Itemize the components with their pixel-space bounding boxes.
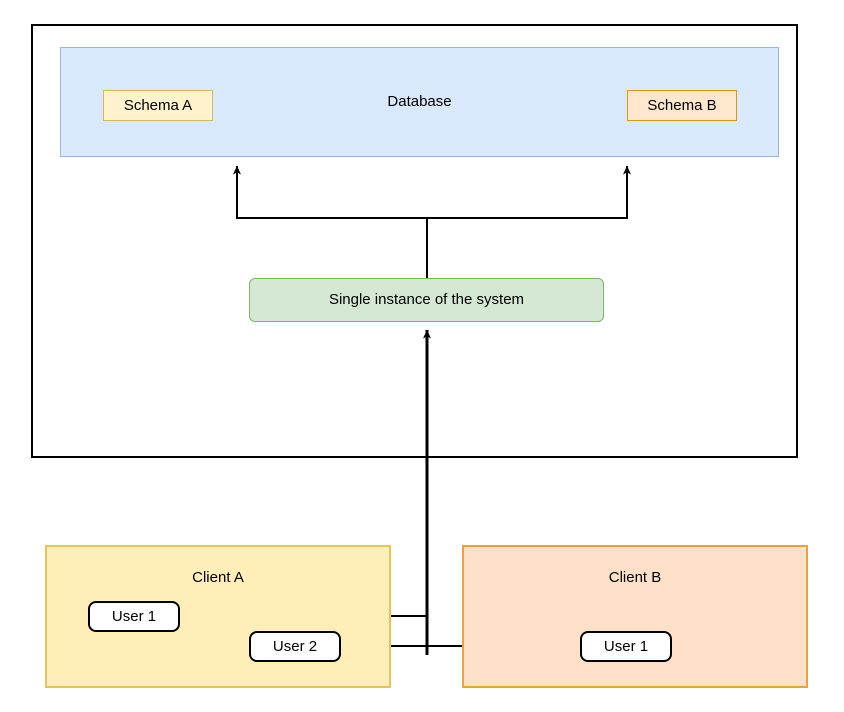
client-a-user-1-box[interactable]: User 1 bbox=[88, 601, 180, 632]
schema-a-label: Schema A bbox=[123, 96, 193, 114]
database-label: Database bbox=[387, 93, 452, 110]
client-b-user-1-label: User 1 bbox=[603, 637, 649, 655]
client-a-user-2-box[interactable]: User 2 bbox=[249, 631, 341, 662]
client-a-label: Client A bbox=[192, 569, 244, 586]
client-b-label: Client B bbox=[608, 569, 662, 586]
client-b-box[interactable]: Client B bbox=[462, 545, 808, 688]
schema-b-box[interactable]: Schema B bbox=[627, 90, 737, 121]
client-a-user-2-label: User 2 bbox=[272, 637, 318, 655]
single-instance-label: Single instance of the system bbox=[328, 291, 525, 308]
schema-a-box[interactable]: Schema A bbox=[103, 90, 213, 121]
client-b-user-1-box[interactable]: User 1 bbox=[580, 631, 672, 662]
single-instance-box[interactable]: Single instance of the system bbox=[249, 278, 604, 322]
system-boundary-rect bbox=[31, 24, 798, 458]
client-a-user-1-label: User 1 bbox=[111, 607, 157, 625]
schema-b-label: Schema B bbox=[647, 96, 717, 114]
